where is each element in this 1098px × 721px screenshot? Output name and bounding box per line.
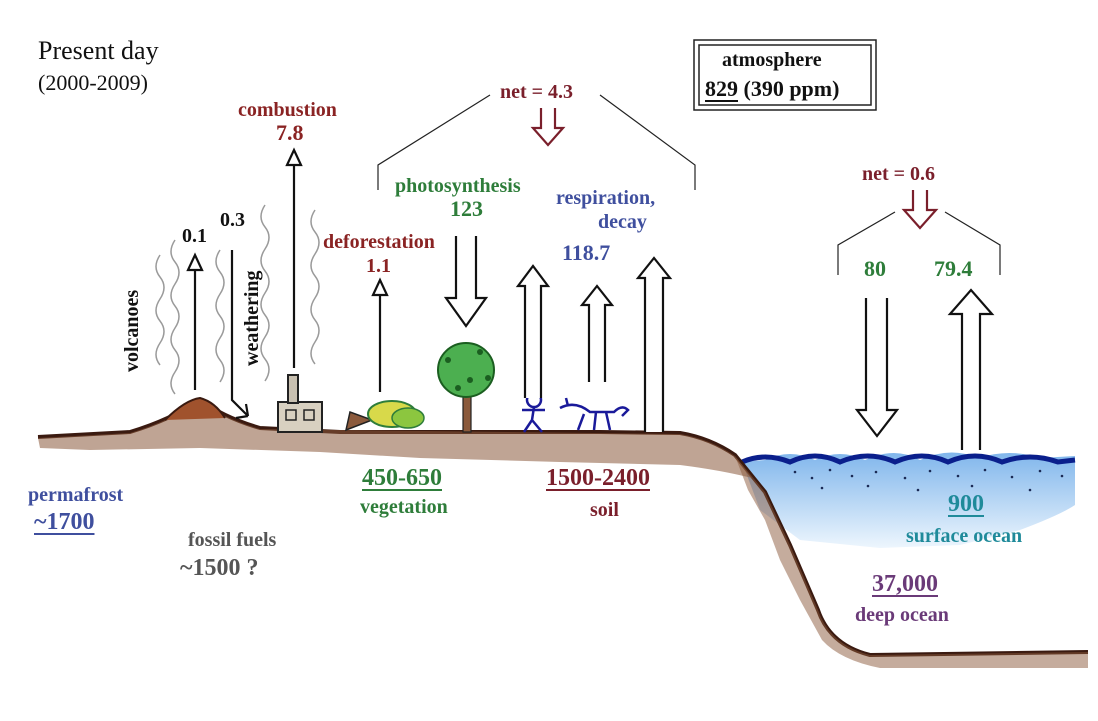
- smoke-plumes: [155, 204, 320, 395]
- atmosphere-value: 829: [705, 76, 738, 101]
- atmosphere-ppm: (390 ppm): [743, 76, 840, 101]
- animal-icon: [559, 397, 630, 431]
- fossil-fuels-value: ~1500 ?: [180, 555, 259, 581]
- respiration-value: 118.7: [562, 240, 611, 265]
- respiration-flux-arrow-3: [635, 256, 673, 432]
- volcanoes-label: volcanoes: [121, 289, 143, 372]
- photosynthesis-label: photosynthesis: [395, 175, 521, 197]
- ocean-up-value: 79.4: [934, 256, 973, 281]
- respiration-label-1: respiration,: [556, 187, 656, 209]
- ocean-water: [742, 452, 1075, 548]
- combustion-value: 7.8: [276, 120, 304, 145]
- atmosphere-box-outer: [693, 39, 877, 111]
- vegetation-label: vegetation: [360, 496, 448, 518]
- deforestation-flux-arrow: [371, 277, 389, 392]
- photosynthesis-value: 123: [450, 196, 483, 221]
- factory-icon: [277, 374, 323, 433]
- deforestation-label: deforestation: [323, 231, 435, 253]
- deep-ocean-label: deep ocean: [855, 604, 949, 626]
- deforestation-value: 1.1: [366, 255, 391, 277]
- net-brackets: [377, 94, 1001, 275]
- weathering-value: 0.3: [220, 209, 245, 231]
- atmosphere-label: atmosphere: [722, 49, 822, 71]
- ocean-down-value: 80: [864, 256, 886, 281]
- deep-ocean-value: 37,000: [872, 571, 938, 597]
- weathering-flux-arrow: [230, 250, 250, 420]
- ocean-surface: [741, 453, 1076, 465]
- period-label: (2000-2009): [38, 70, 148, 95]
- flux-arrows: [186, 147, 995, 450]
- combustion-flux-arrow: [285, 147, 303, 368]
- atmosphere-value-line: 829 (390 ppm): [705, 78, 839, 100]
- person-icon: [522, 391, 545, 433]
- volcano-flux-arrow: [186, 252, 204, 390]
- photosynthesis-flux-arrow: [443, 236, 489, 328]
- permafrost-value: ~1700: [34, 509, 95, 535]
- ocean-sediment: [793, 468, 1064, 492]
- respiration-flux-arrow-1: [515, 264, 551, 398]
- ocean-net-arrow: [901, 190, 939, 230]
- combustion-label: combustion: [238, 99, 337, 121]
- net-arrows: [530, 108, 939, 230]
- diagram-title: Present day: [38, 36, 159, 65]
- volcano-icon: [164, 396, 226, 421]
- ocean-up-flux-arrow: [947, 288, 995, 450]
- ocean-down-flux-arrow: [854, 298, 900, 438]
- volcanoes-value: 0.1: [182, 225, 207, 247]
- vegetation-value: 450-650: [362, 465, 442, 491]
- soil-label: soil: [590, 499, 619, 521]
- ocean-net-label: net = 0.6: [862, 163, 936, 185]
- respiration-flux-arrow-2: [579, 284, 615, 382]
- fossil-fuels-label: fossil fuels: [188, 529, 277, 551]
- weathering-label: weathering: [241, 270, 263, 366]
- atmosphere-box-inner: [698, 44, 872, 106]
- surface-ocean-label: surface ocean: [906, 525, 1023, 547]
- surface-ocean-value: 900: [948, 491, 984, 517]
- soil-value: 1500-2400: [546, 465, 650, 491]
- respiration-label-2: decay: [598, 211, 647, 233]
- tree-icon: [437, 342, 495, 433]
- ground-shading: [38, 401, 752, 478]
- permafrost-label: permafrost: [28, 484, 124, 506]
- felled-tree-icon: [344, 400, 425, 432]
- land-net-arrow: [530, 108, 566, 147]
- land-net-label: net = 4.3: [500, 81, 574, 103]
